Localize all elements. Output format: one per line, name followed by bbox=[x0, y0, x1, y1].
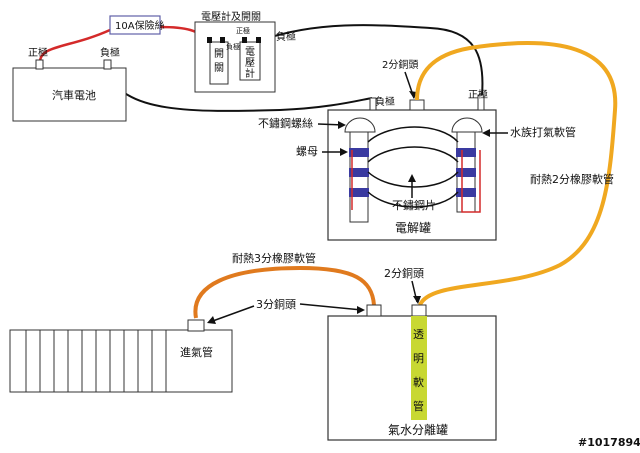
arrowhead bbox=[413, 296, 421, 304]
watermark: #1017894 bbox=[578, 436, 640, 449]
switch-label-2: 關 bbox=[214, 62, 224, 74]
left-nut-1 bbox=[349, 148, 369, 157]
battery-neg-terminal bbox=[103, 59, 112, 70]
meter-box bbox=[239, 41, 261, 81]
aquarium-hose-red bbox=[461, 150, 481, 213]
intake-pipe-fitting bbox=[187, 319, 205, 332]
switch-terminal-2 bbox=[220, 37, 225, 43]
switch-label-1: 開 bbox=[214, 48, 224, 60]
hose-3-label: 耐熱3分橡膠軟管 bbox=[232, 251, 316, 265]
copper-fitting-3-arrow-left bbox=[209, 305, 255, 323]
battery-box bbox=[12, 67, 127, 122]
stainless-plate-2 bbox=[367, 146, 459, 163]
clear-hose bbox=[411, 316, 427, 420]
meter-terminal-2 bbox=[256, 37, 261, 43]
separator-tank-label: 氣水分離罐 bbox=[388, 423, 448, 437]
meter-switch-box bbox=[194, 21, 276, 93]
left-bolt-head bbox=[344, 117, 376, 133]
tank-neg-label: 負極 bbox=[375, 95, 395, 108]
tank-pos-label: 正極 bbox=[468, 88, 488, 101]
right-bolt-head bbox=[451, 117, 483, 133]
tank-neg-terminal bbox=[369, 97, 377, 111]
black-wire-meter-to-tank-pos bbox=[261, 24, 484, 96]
stainless-plate-3 bbox=[367, 171, 459, 188]
electrolysis-tank-label: 電解罐 bbox=[395, 221, 431, 235]
fuse-label: 10A保險絲 bbox=[115, 19, 165, 32]
right-nut-1 bbox=[456, 148, 476, 157]
copper-fitting-top-label: 2分銅頭 bbox=[382, 58, 418, 71]
meter-out-neg-label: 負極 bbox=[276, 30, 296, 43]
copper-fitting-3-label: 3分銅頭 bbox=[256, 297, 296, 311]
battery-pos-terminal bbox=[35, 59, 44, 70]
arrowhead bbox=[340, 148, 348, 156]
meter-terminal-1 bbox=[242, 37, 247, 43]
tank-pos-terminal bbox=[477, 94, 485, 111]
clear-hose-char-2: 明 bbox=[413, 352, 424, 365]
left-nut-3 bbox=[349, 188, 369, 197]
intake-pipe-fins bbox=[25, 330, 167, 392]
arrowhead bbox=[207, 316, 216, 324]
battery-pos-label: 正極 bbox=[28, 46, 48, 59]
meter-label-2: 壓 bbox=[245, 57, 255, 69]
arrowhead bbox=[408, 174, 416, 182]
black-wire-battery-to-tank-neg bbox=[107, 69, 373, 112]
stainless-plate-1 bbox=[367, 126, 459, 143]
stainless-plate-label: 不鏽鋼片 bbox=[392, 198, 436, 212]
intake-pipe-label: 進氣管 bbox=[180, 345, 213, 359]
meter-pos-label: 正極 bbox=[236, 26, 250, 35]
nut-label: 螺母 bbox=[296, 145, 318, 158]
separator-fitting-3 bbox=[366, 304, 382, 317]
aquarium-hose-label: 水族打氣軟管 bbox=[510, 125, 576, 139]
copper-fitting-2b-label: 2分銅頭 bbox=[384, 266, 424, 280]
meter-label-1: 電 bbox=[245, 46, 255, 58]
hose-2-fen bbox=[415, 41, 618, 307]
hose-2-label: 耐熱2分橡膠軟管 bbox=[530, 172, 614, 186]
fuse-box bbox=[109, 15, 161, 35]
separator-fitting-2 bbox=[411, 304, 427, 317]
hose-3-fen bbox=[193, 265, 376, 319]
right-nut-3 bbox=[456, 188, 476, 197]
intake-pipe-box bbox=[9, 329, 233, 393]
meter-switch-title: 電壓計及開關 bbox=[201, 10, 261, 23]
meter-label-3: 計 bbox=[245, 67, 255, 80]
red-wire-battery-to-fuse bbox=[38, 28, 111, 63]
stainless-plate-4 bbox=[367, 191, 459, 208]
clear-hose-char-1: 透 bbox=[413, 328, 424, 341]
clear-hose-char-3: 軟 bbox=[413, 375, 424, 389]
clear-hose-char-4: 管 bbox=[413, 399, 424, 413]
arrowhead bbox=[338, 121, 346, 129]
arrowhead bbox=[409, 91, 417, 99]
meter-neg-label: 負極 bbox=[226, 42, 240, 51]
switch-terminal-1 bbox=[207, 37, 212, 43]
tank-top-copper-fitting bbox=[409, 99, 425, 111]
copper-fitting-3-arrow-right bbox=[299, 303, 363, 311]
left-nut-2 bbox=[349, 168, 369, 177]
battery-neg-label: 負極 bbox=[100, 46, 120, 59]
arrowhead bbox=[482, 129, 490, 137]
right-nut-2 bbox=[456, 168, 476, 177]
stainless-bolt-label: 不鏽鋼螺絲 bbox=[258, 116, 313, 130]
switch-box bbox=[209, 41, 229, 85]
battery-label: 汽車電池 bbox=[52, 88, 96, 102]
arrowhead bbox=[357, 306, 365, 314]
